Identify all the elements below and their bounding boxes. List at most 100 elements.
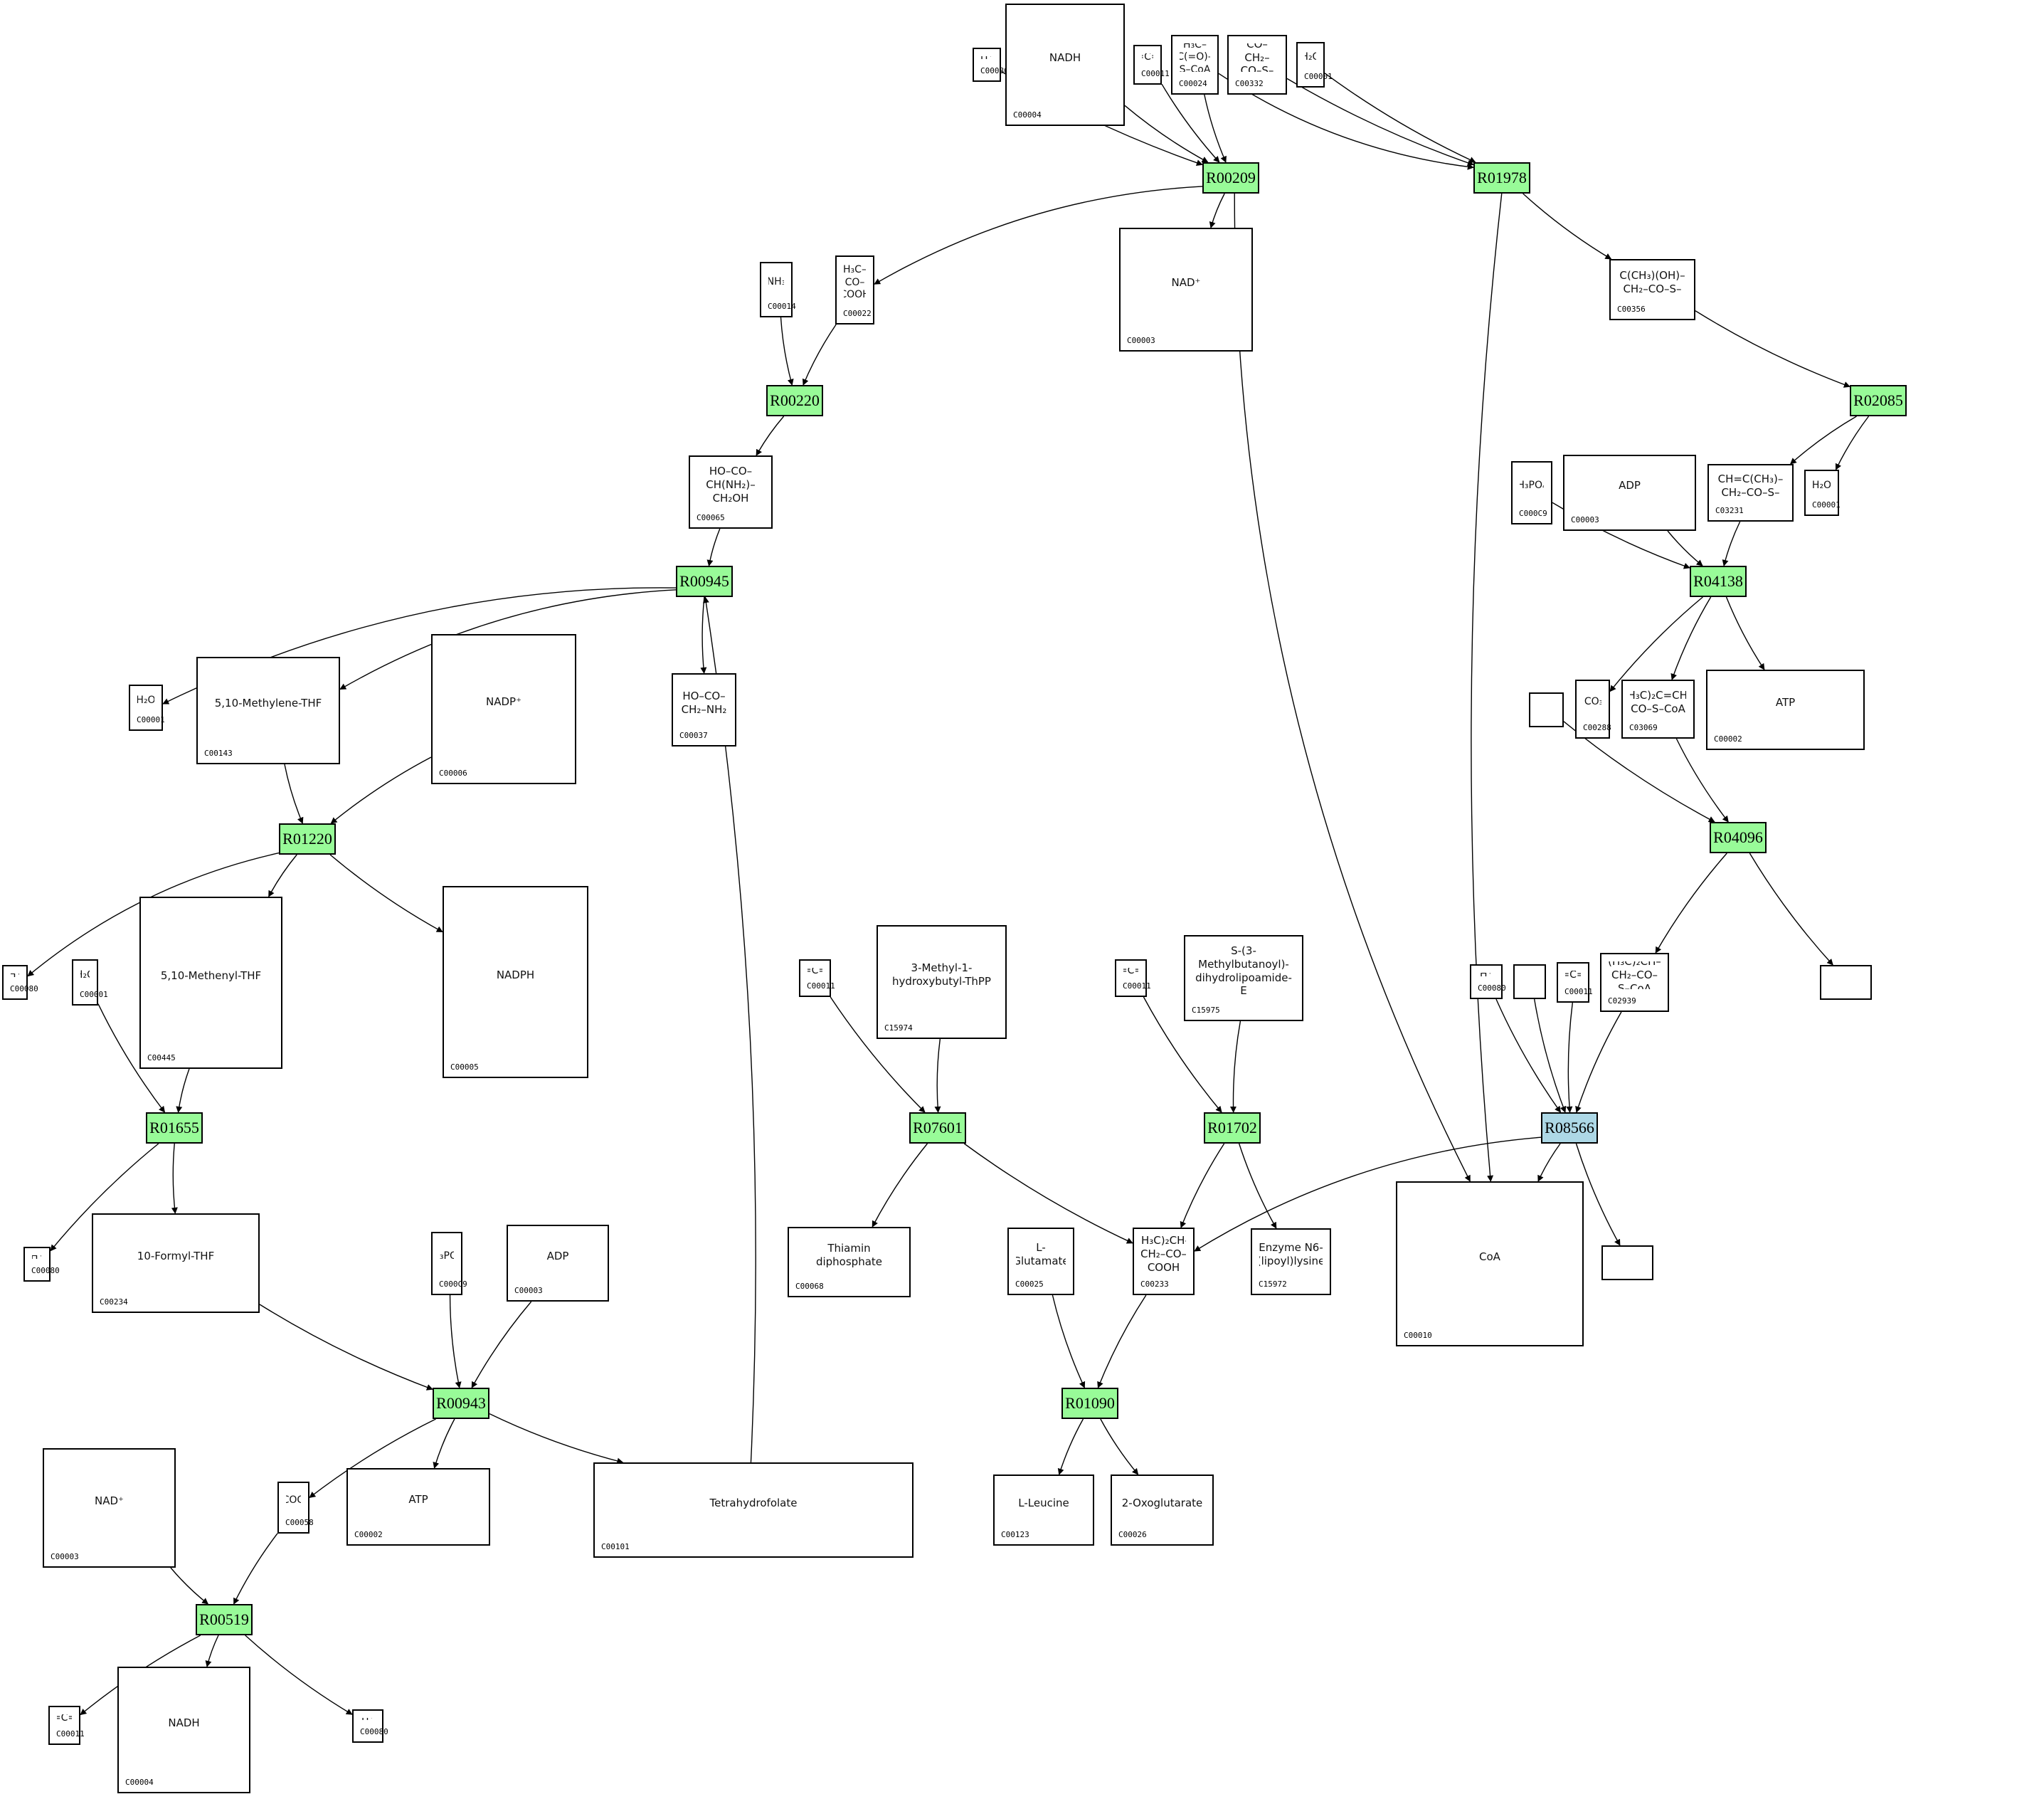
compound-structure: HO–CO–CH(NH₂)–CH₂OH [706,465,756,505]
compound-node-c00080[interactable]: H⁺C00080 [352,1709,388,1743]
compound-node-c00080[interactable]: H⁺C00080 [23,1247,60,1282]
reaction-node-r00945[interactable]: R00945 [676,566,733,597]
compound-structure: H₂O [1305,51,1316,63]
compound-id-label: C00356 [1617,305,1646,314]
compound-id-label: C00010 [1404,1331,1432,1340]
compound-structure: NADPH [496,968,535,981]
compound-node-c00011[interactable]: O=C=OC00011 [799,959,835,997]
compound-structure: H₃C–C(=O)–S–CoA [1180,43,1210,72]
edge-R02085-to-c_h2o_right [1835,416,1870,470]
edge-R04138-to-c_atp_right [1725,596,1765,670]
compound-node-c00058[interactable]: HCOOHC00058 [277,1482,314,1534]
reaction-node-r00519[interactable]: R00519 [196,1604,253,1635]
compound-node-c000c9[interactable]: H₃PO₄C000C9 [431,1232,467,1295]
compound-node-c03231[interactable]: HOOC–CH=C(CH₃)–CH₂–CO–S–CoAC03231 [1707,464,1794,522]
edge-R02085-to-c_mgcoa [1789,416,1857,465]
edge-R04096-to-c_empty_3 [1749,853,1833,966]
compound-node-c00011[interactable]: O=C=OC00011 [48,1706,85,1745]
reaction-node-r04096[interactable]: R04096 [1710,822,1767,853]
compound-structure: H₃PO₄ [440,1250,454,1262]
compound-node-empty[interactable] [1529,692,1564,727]
edge-c_pi_left-to-R00943 [449,1294,462,1388]
compound-id-label: C00022 [843,309,872,318]
reaction-node-r01220[interactable]: R01220 [279,823,336,855]
compound-id-label: C00001 [80,990,108,999]
compound-id-label: C00001 [1812,500,1841,510]
compound-node-empty[interactable] [1820,965,1872,1000]
edge-c_adp_left-to-R00943 [471,1301,532,1388]
reaction-node-r01702[interactable]: R01702 [1204,1112,1261,1144]
compound-node-c00022[interactable]: H₃C–CO–COOH C00022 [835,255,874,325]
reaction-label: R07601 [913,1119,963,1136]
reaction-node-r01090[interactable]: R01090 [1061,1388,1118,1419]
compound-structure: (H₃C)₂CH–CH₂–CO–S–CoA [1609,961,1661,989]
edge-c_thdp_deriv-to-R07601 [934,1038,941,1113]
compound-node-c00006[interactable]: NADP⁺C00006 [431,634,576,784]
compound-node-c00288[interactable]: HCO₃⁻C00288 [1575,680,1611,739]
compound-node-empty[interactable] [1601,1245,1653,1280]
compound-id-label: C00006 [439,769,467,778]
compound-node-c00080[interactable]: H⁺C00080 [973,48,1009,82]
compound-node-c000c9[interactable]: H₃PO₄C000C9 [1511,461,1552,524]
compound-structure: H₂O [1813,479,1831,491]
compound-node-c00011[interactable]: O=C=OC00011 [1115,959,1151,997]
compound-structure: Enzyme N6-(lipoyl)lysine [1259,1241,1323,1267]
edge-R04138-to-c_mcrotcoa [1670,596,1712,680]
compound-structure: H₃C–CO–COOH [844,264,866,301]
reaction-node-r00943[interactable]: R00943 [433,1388,489,1419]
reaction-label: R01220 [282,830,332,848]
compound-node-empty[interactable] [1513,964,1546,999]
reaction-node-r07601[interactable]: R07601 [909,1112,966,1144]
reaction-node-r01978[interactable]: R01978 [1473,162,1530,194]
compound-node-c00011[interactable]: O=C=OC00011 [1133,45,1170,85]
reaction-node-r08566[interactable]: R08566 [1541,1112,1598,1144]
compound-node-c00332[interactable]: H₃C–CO–CH₂–CO–S–CoAC00332 [1227,35,1287,95]
reaction-label: R04096 [1713,828,1763,846]
reaction-node-r00209[interactable]: R00209 [1202,162,1259,194]
compound-node-c00080[interactable]: H⁺C00080 [1470,964,1506,999]
edge-c_co2_r08566-to-R08566 [1566,1002,1573,1113]
compound-node-c00356[interactable]: HOOC–CH₂–C(CH₃)(OH)–CH₂–CO–S–CoAC00356 [1609,259,1695,320]
edge-R01978-to-c_coa [1471,193,1503,1182]
reaction-node-r02085[interactable]: R02085 [1850,385,1907,416]
compound-node-c00003[interactable]: NAD⁺C00003 [43,1448,176,1568]
reaction-node-r04138[interactable]: R04138 [1690,566,1747,597]
compound-node-c00011[interactable]: O=C=OC00011 [1557,962,1593,1003]
compound-node-c00080[interactable]: H⁺C00080 [2,965,38,1000]
edge-c_kic-to-R01090 [1097,1294,1147,1388]
compound-id-label: C00143 [204,749,233,758]
compound-node-c00001[interactable]: H₂O C00001 [1804,470,1841,516]
reaction-node-r01655[interactable]: R01655 [146,1112,203,1144]
compound-node-c00003[interactable]: NAD⁺C00003 [1119,228,1253,352]
reaction-node-r00220[interactable]: R00220 [766,385,823,416]
